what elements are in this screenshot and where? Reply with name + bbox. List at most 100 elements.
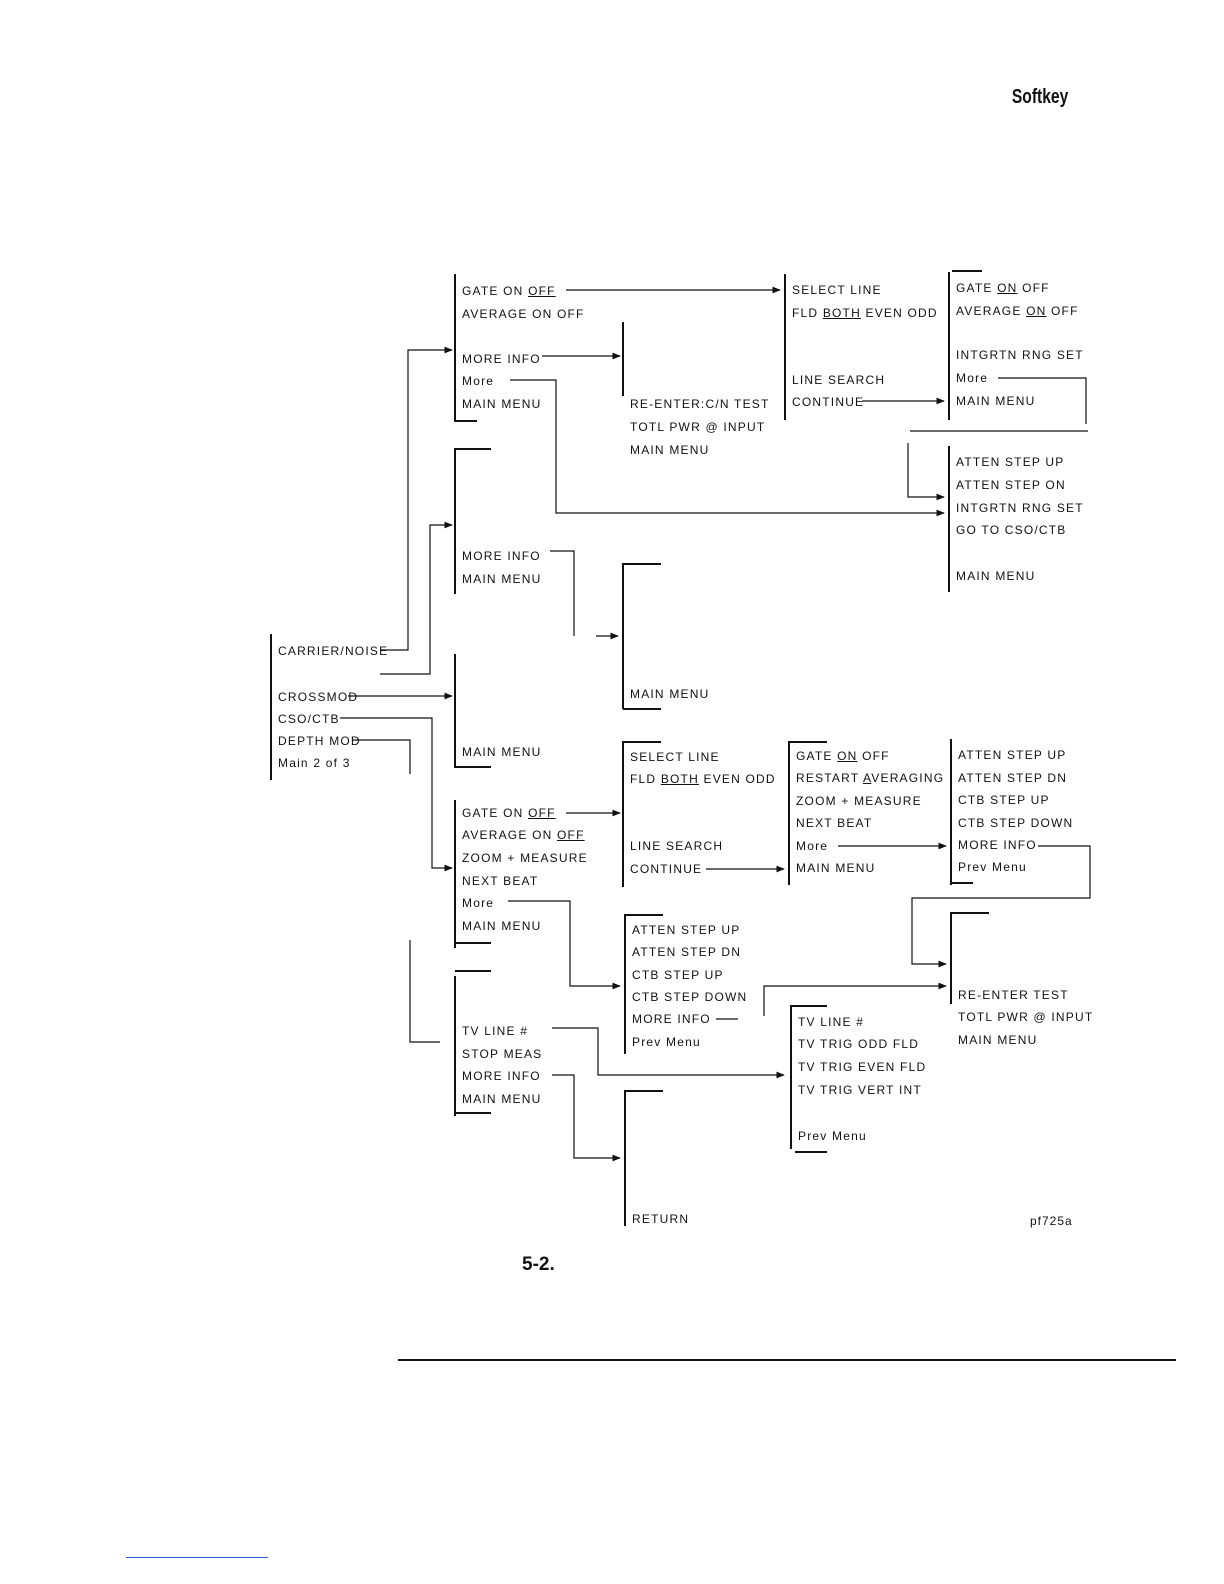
tv-line-menu: TV LINE # STOP MEAS MORE INFO MAIN MENU [454, 976, 541, 1116]
softkey-go-to-cso-ctb[interactable]: GO TO CSO/CTB [956, 523, 1067, 537]
figure-label: 5-2. [522, 1254, 555, 1275]
carrier-noise-info-menu [622, 322, 624, 396]
softkey-carrier-noise[interactable]: CARRIER/NOISE [278, 644, 389, 658]
softkey-line-search[interactable]: LINE SEARCH [792, 373, 886, 387]
softkey-main-menu[interactable]: MAIN MENU [630, 443, 710, 457]
softkey-zoom-measure[interactable]: ZOOM + MEASURE [796, 794, 922, 808]
softkey-totl-pwr-input[interactable]: TOTL PWR @ INPUT [958, 1010, 1094, 1024]
softkey-prev-menu[interactable]: Prev Menu [632, 1035, 701, 1049]
softkey-reenter-cn-test[interactable]: RE-ENTER:C/N TEST [630, 397, 770, 411]
softkey-ctb-step-up[interactable]: CTB STEP UP [958, 793, 1050, 807]
softkey-tv-line[interactable]: TV LINE # [798, 1015, 865, 1029]
softkey-atten-step-dn[interactable]: ATTEN STEP DN [632, 945, 742, 959]
softkey-prev-menu[interactable]: Prev Menu [798, 1129, 867, 1143]
softkey-average-on-off[interactable]: AVERAGE ON OFF [956, 304, 1079, 318]
menu-cap [455, 970, 491, 972]
softkey-more[interactable]: More [462, 896, 495, 910]
softkey-crossmod[interactable]: CROSSMOD [278, 690, 359, 704]
menu-cap [623, 741, 661, 743]
softkey-continue[interactable]: CONTINUE [792, 395, 865, 409]
softkey-main-menu[interactable]: MAIN MENU [462, 745, 542, 759]
softkey-zoom-measure[interactable]: ZOOM + MEASURE [462, 851, 588, 865]
softkey-atten-step-up[interactable]: ATTEN STEP UP [958, 748, 1067, 762]
softkey-main-menu[interactable]: MAIN MENU [462, 1092, 542, 1106]
softkey-intgrtn-rng-set[interactable]: INTGRTN RNG SET [956, 501, 1084, 515]
cso-select-menu: SELECT LINE FLD BOTH EVEN ODD LINE SEARC… [622, 741, 775, 887]
page-header: Softkey [1011, 86, 1068, 108]
softkey-totl-pwr-input[interactable]: TOTL PWR @ INPUT [630, 420, 766, 434]
menu-cap [455, 420, 477, 422]
softkey-select-line[interactable]: SELECT LINE [630, 750, 720, 764]
softkey-continue[interactable]: CONTINUE [630, 862, 703, 876]
softkey-atten-step-up[interactable]: ATTEN STEP UP [632, 923, 741, 937]
softkey-main-menu[interactable]: MAIN MENU [462, 397, 542, 411]
softkey-next-beat[interactable]: NEXT BEAT [796, 816, 873, 830]
menu-cap [455, 766, 491, 768]
footer-link-line [126, 1557, 268, 1558]
softkey-tv-trig-even-fld[interactable]: TV TRIG EVEN FLD [798, 1060, 927, 1074]
softkey-select-line[interactable]: SELECT LINE [792, 283, 882, 297]
return-menu: RETURN [624, 1090, 688, 1226]
softkey-more[interactable]: More [462, 374, 495, 388]
menu-cap [625, 914, 663, 916]
softkey-more[interactable]: More [796, 839, 829, 853]
menu-cap [951, 912, 989, 914]
softkey-gate-on-off[interactable]: GATE ON OFF [796, 749, 890, 763]
softkey-field-select[interactable]: FLD BOTH EVEN ODD [630, 772, 776, 786]
carrier-noise-gated-menu: GATE ON OFF AVERAGE ON OFF INTGRTN RNG S… [948, 272, 1083, 420]
menu-cap [791, 1005, 827, 1007]
softkey-ctb-step-up[interactable]: CTB STEP UP [632, 968, 724, 982]
softkey-prev-menu[interactable]: Prev Menu [958, 860, 1027, 874]
softkey-field-select[interactable]: FLD BOTH EVEN ODD [792, 306, 938, 320]
menu-cap [623, 563, 661, 565]
cso-gated-menu: GATE ON OFF RESTART AVERAGING ZOOM + MEA… [788, 741, 943, 885]
menu-cap [951, 882, 973, 884]
carrier-noise-select-menu: SELECT LINE FLD BOTH EVEN ODD LINE SEARC… [784, 274, 937, 420]
softkey-intgrtn-rng-set[interactable]: INTGRTN RNG SET [956, 348, 1084, 362]
softkey-average-on-off[interactable]: AVERAGE ON OFF [462, 828, 585, 842]
softkey-main-menu[interactable]: MAIN MENU [796, 861, 876, 875]
softkey-atten-step-on[interactable]: ATTEN STEP ON [956, 478, 1066, 492]
menu-cap [625, 1090, 663, 1092]
softkey-atten-step-dn[interactable]: ATTEN STEP DN [958, 771, 1068, 785]
softkey-depth-mod[interactable]: DEPTH MOD [278, 734, 361, 748]
softkey-main-menu[interactable]: MAIN MENU [956, 394, 1036, 408]
softkey-ctb-step-down[interactable]: CTB STEP DOWN [632, 990, 748, 1004]
softkey-ctb-step-down[interactable]: CTB STEP DOWN [958, 816, 1074, 830]
softkey-restart-averaging[interactable]: RESTART AVERAGING [796, 771, 945, 785]
menu-cap [623, 708, 661, 710]
softkey-reenter-test[interactable]: RE-ENTER TEST [958, 988, 1069, 1002]
softkey-more-info[interactable]: MORE INFO [462, 549, 541, 563]
softkey-stop-meas[interactable]: STOP MEAS [462, 1047, 543, 1061]
softkey-next-beat[interactable]: NEXT BEAT [462, 874, 539, 888]
softkey-atten-step-up[interactable]: ATTEN STEP UP [956, 455, 1065, 469]
softkey-line-search[interactable]: LINE SEARCH [630, 839, 724, 853]
softkey-return[interactable]: RETURN [632, 1212, 690, 1226]
softkey-main-menu[interactable]: MAIN MENU [462, 572, 542, 586]
carrier-noise-atten-menu: ATTEN STEP UP ATTEN STEP ON INTGRTN RNG … [948, 446, 1083, 592]
softkey-gate-on-off[interactable]: GATE ON OFF [462, 806, 556, 820]
softkey-more-info[interactable]: MORE INFO [462, 1069, 541, 1083]
crossmod-info-menu: MAIN MENU [622, 563, 708, 709]
softkey-more-info[interactable]: MORE INFO [632, 1012, 711, 1026]
figure-number: pf725a [1030, 1214, 1073, 1228]
softkey-tv-trig-odd-fld[interactable]: TV TRIG ODD FLD [798, 1037, 920, 1051]
softkey-main-menu[interactable]: MAIN MENU [462, 919, 542, 933]
softkey-gate-on-off[interactable]: GATE ON OFF [956, 281, 1050, 295]
crossmod-menu: MORE INFO MAIN MENU [454, 448, 540, 594]
softkey-more-info[interactable]: MORE INFO [462, 352, 541, 366]
softkey-main-menu[interactable]: MAIN MENU [630, 687, 710, 701]
softkey-tv-trig-vert-int[interactable]: TV TRIG VERT INT [798, 1083, 922, 1097]
softkey-tv-line[interactable]: TV LINE # [462, 1024, 529, 1038]
menu-cap [795, 1151, 827, 1153]
softkey-cso-ctb[interactable]: CSO/CTB [278, 712, 340, 726]
softkey-main-menu[interactable]: MAIN MENU [958, 1033, 1038, 1047]
softkey-main-menu[interactable]: MAIN MENU [956, 569, 1036, 583]
softkey-main-2-of-3[interactable]: Main 2 of 3 [278, 756, 351, 770]
softkey-average-on-off[interactable]: AVERAGE ON OFF [462, 307, 585, 321]
softkey-more-info[interactable]: MORE INFO [958, 838, 1037, 852]
softkey-gate-on-off[interactable]: GATE ON OFF [462, 284, 556, 298]
softkey-more[interactable]: More [956, 371, 989, 385]
cso-ctb-menu: GATE ON OFF AVERAGE ON OFF ZOOM + MEASUR… [454, 800, 587, 948]
